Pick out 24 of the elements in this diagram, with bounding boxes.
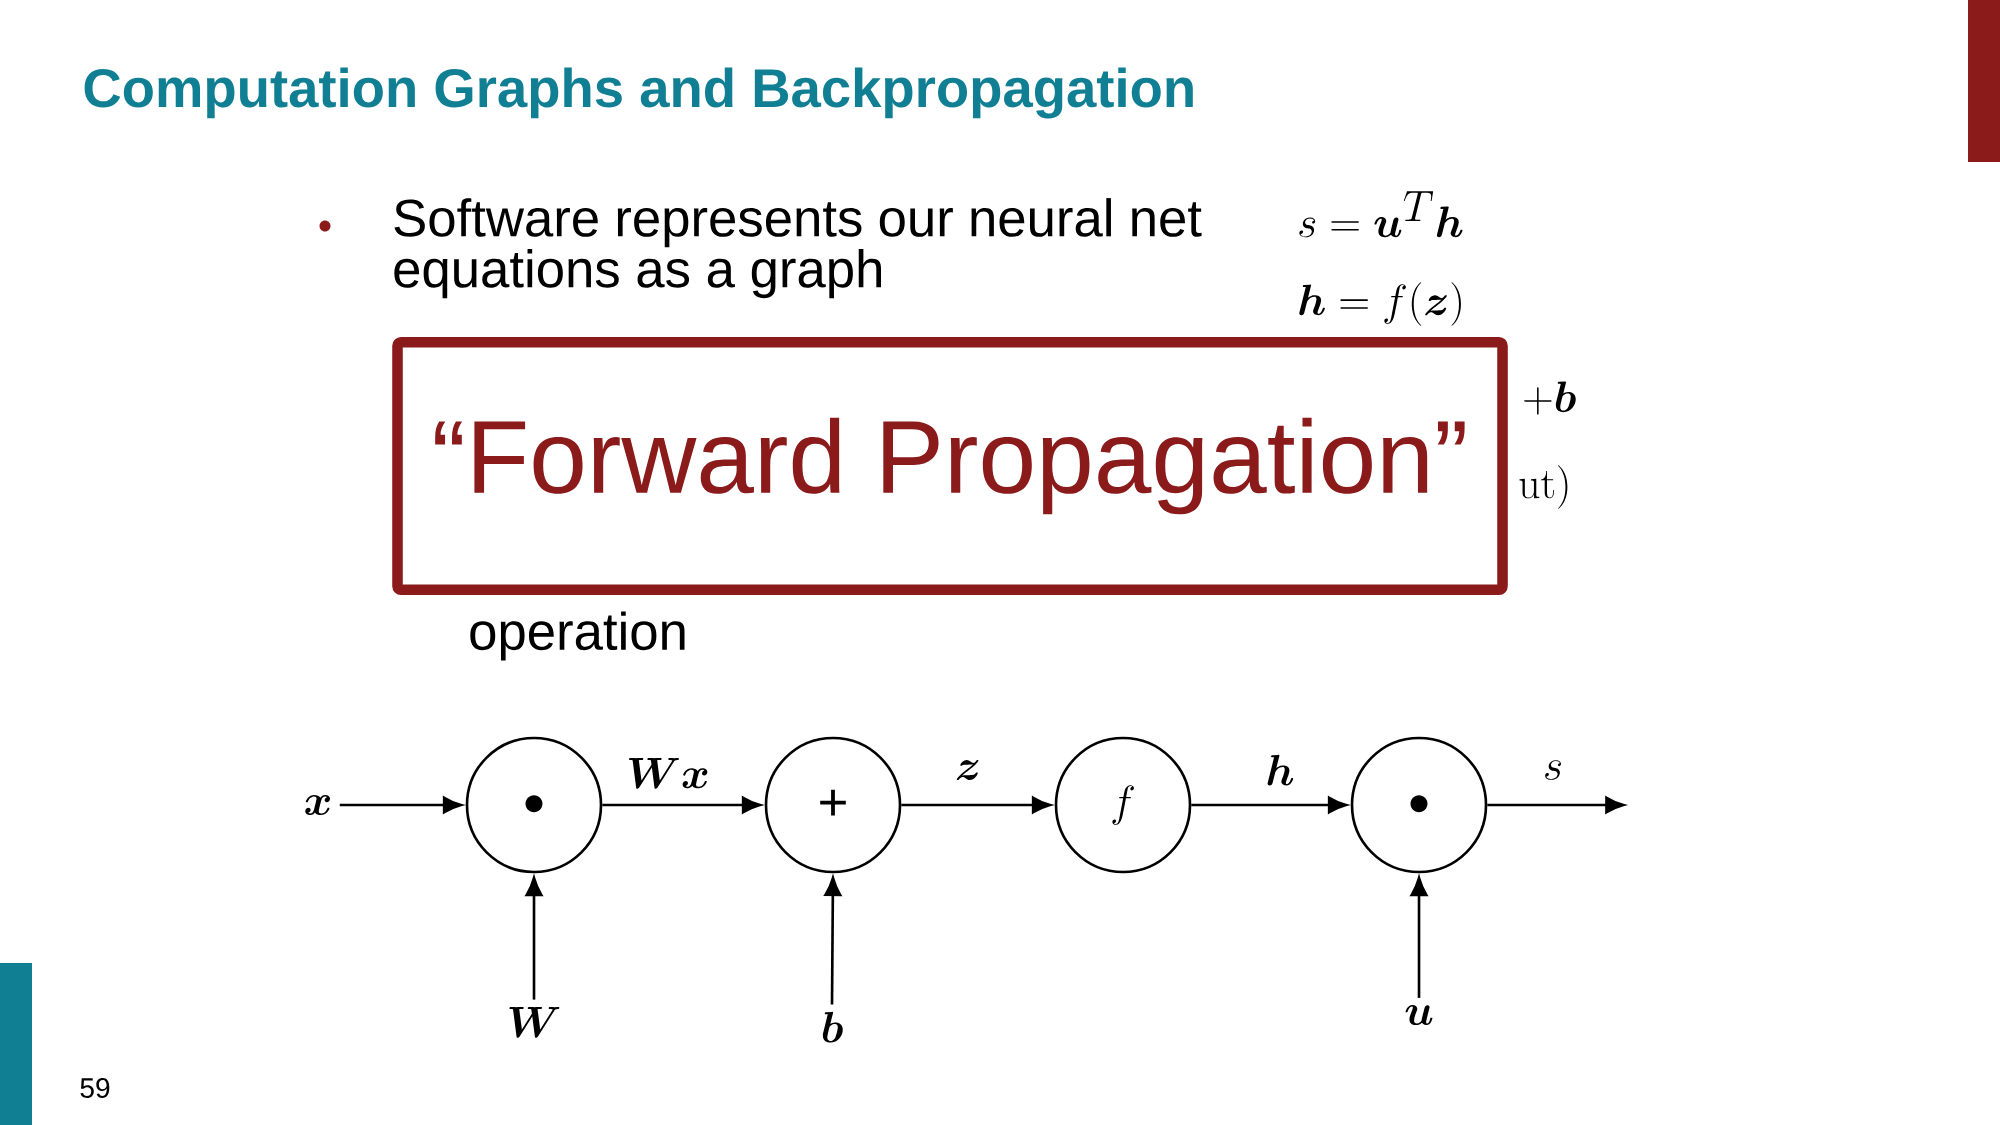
edge-label: $s$ xyxy=(1541,758,1565,782)
bullet-text: operation xyxy=(470,611,685,661)
variable-label: $\boldsymbol{u}$ xyxy=(1405,1004,1433,1026)
slide-title: Computation Graphs and Backpropagation xyxy=(84,67,1193,119)
callout-box: “Forward Propagation” xyxy=(392,336,1508,595)
arrow xyxy=(1487,796,1625,814)
variable-label: $\boldsymbol{x}$ xyxy=(305,794,330,816)
arrow xyxy=(901,796,1052,814)
arrow xyxy=(1410,876,1428,998)
arrow xyxy=(339,796,463,814)
edge-label: $\boldsymbol{h}$ xyxy=(1263,753,1297,787)
arrow xyxy=(602,796,762,814)
arrow xyxy=(525,876,543,1000)
variable-label: $\boldsymbol{W}$ xyxy=(509,1007,560,1038)
equation: $\mathrm{ut})$ xyxy=(1519,465,1568,509)
equation: $s = \boldsymbol{u}^T\boldsymbol{h}$ xyxy=(1299,191,1463,238)
edge-label: $\boldsymbol{z}$ xyxy=(953,758,983,782)
variable-label: $\boldsymbol{b}$ xyxy=(822,1011,843,1043)
arrow xyxy=(824,876,842,1005)
page-number: 59 xyxy=(80,1078,110,1098)
equation: $+ \boldsymbol{b}$ xyxy=(1524,381,1576,415)
edge-label: $\boldsymbol{W}\boldsymbol{x}$ xyxy=(624,756,712,790)
equation: $\boldsymbol{h} = f(\boldsymbol{z})$ xyxy=(1299,282,1461,326)
arrow xyxy=(1191,796,1348,814)
